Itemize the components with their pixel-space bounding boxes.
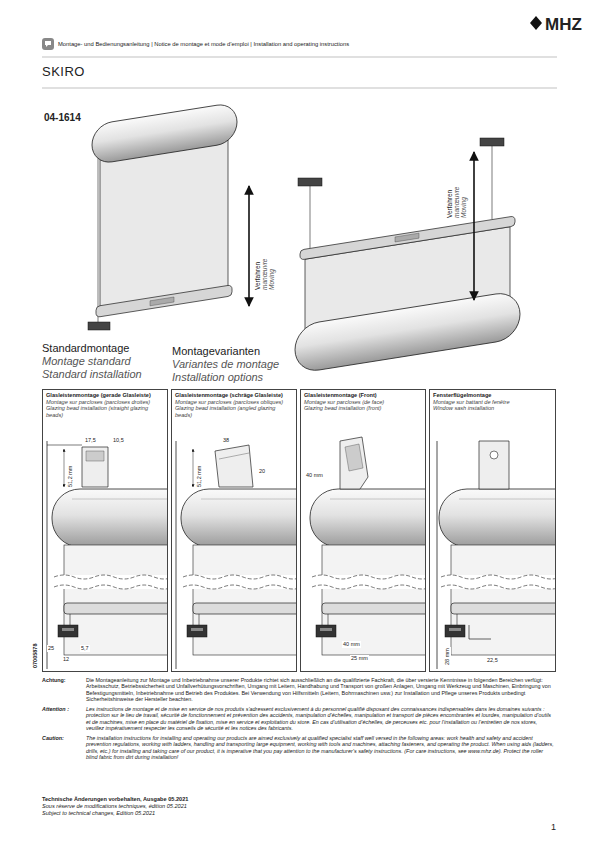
roller-blind-standard xyxy=(88,102,237,330)
dimension: 25 xyxy=(47,645,55,652)
panel-heading: Montage sur parcloses (de face) xyxy=(304,399,422,406)
panel-drawing xyxy=(437,441,591,669)
panel-drawing xyxy=(176,441,333,669)
article-number: 04-1614 xyxy=(44,112,81,124)
footer-text: Subject to technical changes, Edition 05… xyxy=(42,810,155,817)
warning-text: The installation instructions for instal… xyxy=(86,735,554,761)
dimension: 22,5 xyxy=(486,657,499,664)
warning-heading: Caution: xyxy=(42,735,84,741)
warning-heading: Achtung: xyxy=(42,677,84,683)
footer-text: Sous réserve de modifications techniques… xyxy=(42,803,187,810)
panel-heading: Window sash installation xyxy=(433,405,552,412)
header-text: Montage- und Bedienungsanleitung | Notic… xyxy=(58,41,528,48)
warning-text: Die Montageanleitung zur Montage und Inb… xyxy=(86,677,554,703)
dimension: 20 xyxy=(258,468,266,475)
move-label: Verfahren xyxy=(254,262,262,290)
installation-panel: Glasleistenmontage (schräge Glasleiste)M… xyxy=(171,389,297,672)
panel-heading: Montage sur battant de fenêtre xyxy=(433,399,552,406)
move-label: Verfahren xyxy=(446,190,454,218)
section-heading: Installation options xyxy=(172,371,263,384)
dimension: 40 mm xyxy=(305,472,324,479)
move-label: manœuvre xyxy=(261,259,269,290)
dimension: 51,2 mm xyxy=(67,465,74,488)
move-arrow xyxy=(248,186,250,306)
dimension: 10,5 xyxy=(112,437,125,444)
move-label: manœuvre xyxy=(453,187,461,218)
dimension: 17,5 xyxy=(84,437,97,444)
move-label: Moving xyxy=(268,269,276,290)
panel-drawing xyxy=(47,441,204,669)
dimension: 38 xyxy=(222,437,230,444)
roller-blind-bottom-up xyxy=(295,138,520,374)
dimension: 40 mm xyxy=(342,641,361,648)
panel-heading: Montage sur parcloses (parcloses droites… xyxy=(46,399,164,406)
panel-heading: Glasleistenmontage (Front) xyxy=(304,392,422,399)
dimension: 28 mm xyxy=(444,647,451,666)
section-heading: Montagevarianten xyxy=(172,345,260,358)
installation-panel: Glasleistenmontage (Front)Montage sur pa… xyxy=(300,389,426,672)
warning-text: Les instructions de montage et de mise e… xyxy=(86,706,554,732)
section-heading: Standard installation xyxy=(42,368,142,381)
dimension: 25 mm xyxy=(350,655,369,662)
header-icon xyxy=(42,38,54,50)
page-title: SKIRO xyxy=(42,64,85,80)
panel-heading: Glazing bead installation (straight glaz… xyxy=(46,405,164,418)
section-heading: Montage standard xyxy=(42,355,131,368)
installation-panel: FensterflügelmontageMontage sur battant … xyxy=(429,389,556,672)
panel-heading: Glazing bead installation (front) xyxy=(304,405,422,412)
section-heading: Standardmontage xyxy=(42,342,129,355)
dimension: 5,7 xyxy=(80,645,90,652)
panel-drawing xyxy=(310,437,462,655)
warning-heading: Attention : xyxy=(42,706,84,712)
move-arrow xyxy=(473,152,475,300)
logo-diamond xyxy=(530,16,542,30)
logo-text: MHZ xyxy=(545,15,582,35)
panel-heading: Glazing bead installation (angled glazin… xyxy=(175,405,293,418)
panel-heading: Montage sur parcloses (parcloses oblique… xyxy=(175,399,293,406)
dimension: 51,2 mm xyxy=(196,465,203,488)
footer-text: Technische Änderungen vorbehalten, Ausga… xyxy=(42,796,188,803)
dimension: 12 xyxy=(62,656,70,663)
installation-panel: Glasleistenmontage (gerade Glasleiste)Mo… xyxy=(42,389,168,672)
move-label: Moving xyxy=(460,197,468,218)
panel-heading: Fensterflügelmontage xyxy=(433,392,552,399)
page-number: 1 xyxy=(551,822,556,833)
document-number: 07005878 xyxy=(32,644,39,668)
panel-heading: Glasleistenmontage (schräge Glasleiste) xyxy=(175,392,293,399)
panel-heading: Glasleistenmontage (gerade Glasleiste) xyxy=(46,392,164,399)
section-heading: Variantes de montage xyxy=(172,358,279,371)
